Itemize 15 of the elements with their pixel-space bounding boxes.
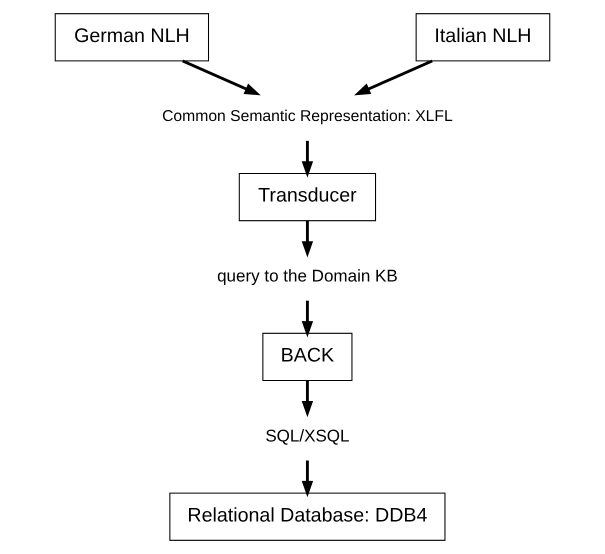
arrow [182, 60, 261, 96]
node-text: SQL/XSQL [265, 426, 350, 446]
arrow [302, 220, 314, 258]
arrow [302, 140, 314, 178]
arrow [302, 300, 314, 338]
node-box: Relational Database: DDB4 [169, 492, 446, 541]
node-text: Common Semantic Representation: XLFL [162, 108, 453, 126]
node-text: query to the Domain KB [217, 266, 398, 286]
node-box: German NLH [54, 13, 210, 62]
arrow [302, 460, 314, 498]
node-box: Transducer [238, 172, 376, 222]
node-box: BACK [262, 332, 352, 382]
arrow [354, 60, 433, 96]
arrow [302, 380, 314, 418]
node-box: Italian NLH [416, 13, 550, 62]
